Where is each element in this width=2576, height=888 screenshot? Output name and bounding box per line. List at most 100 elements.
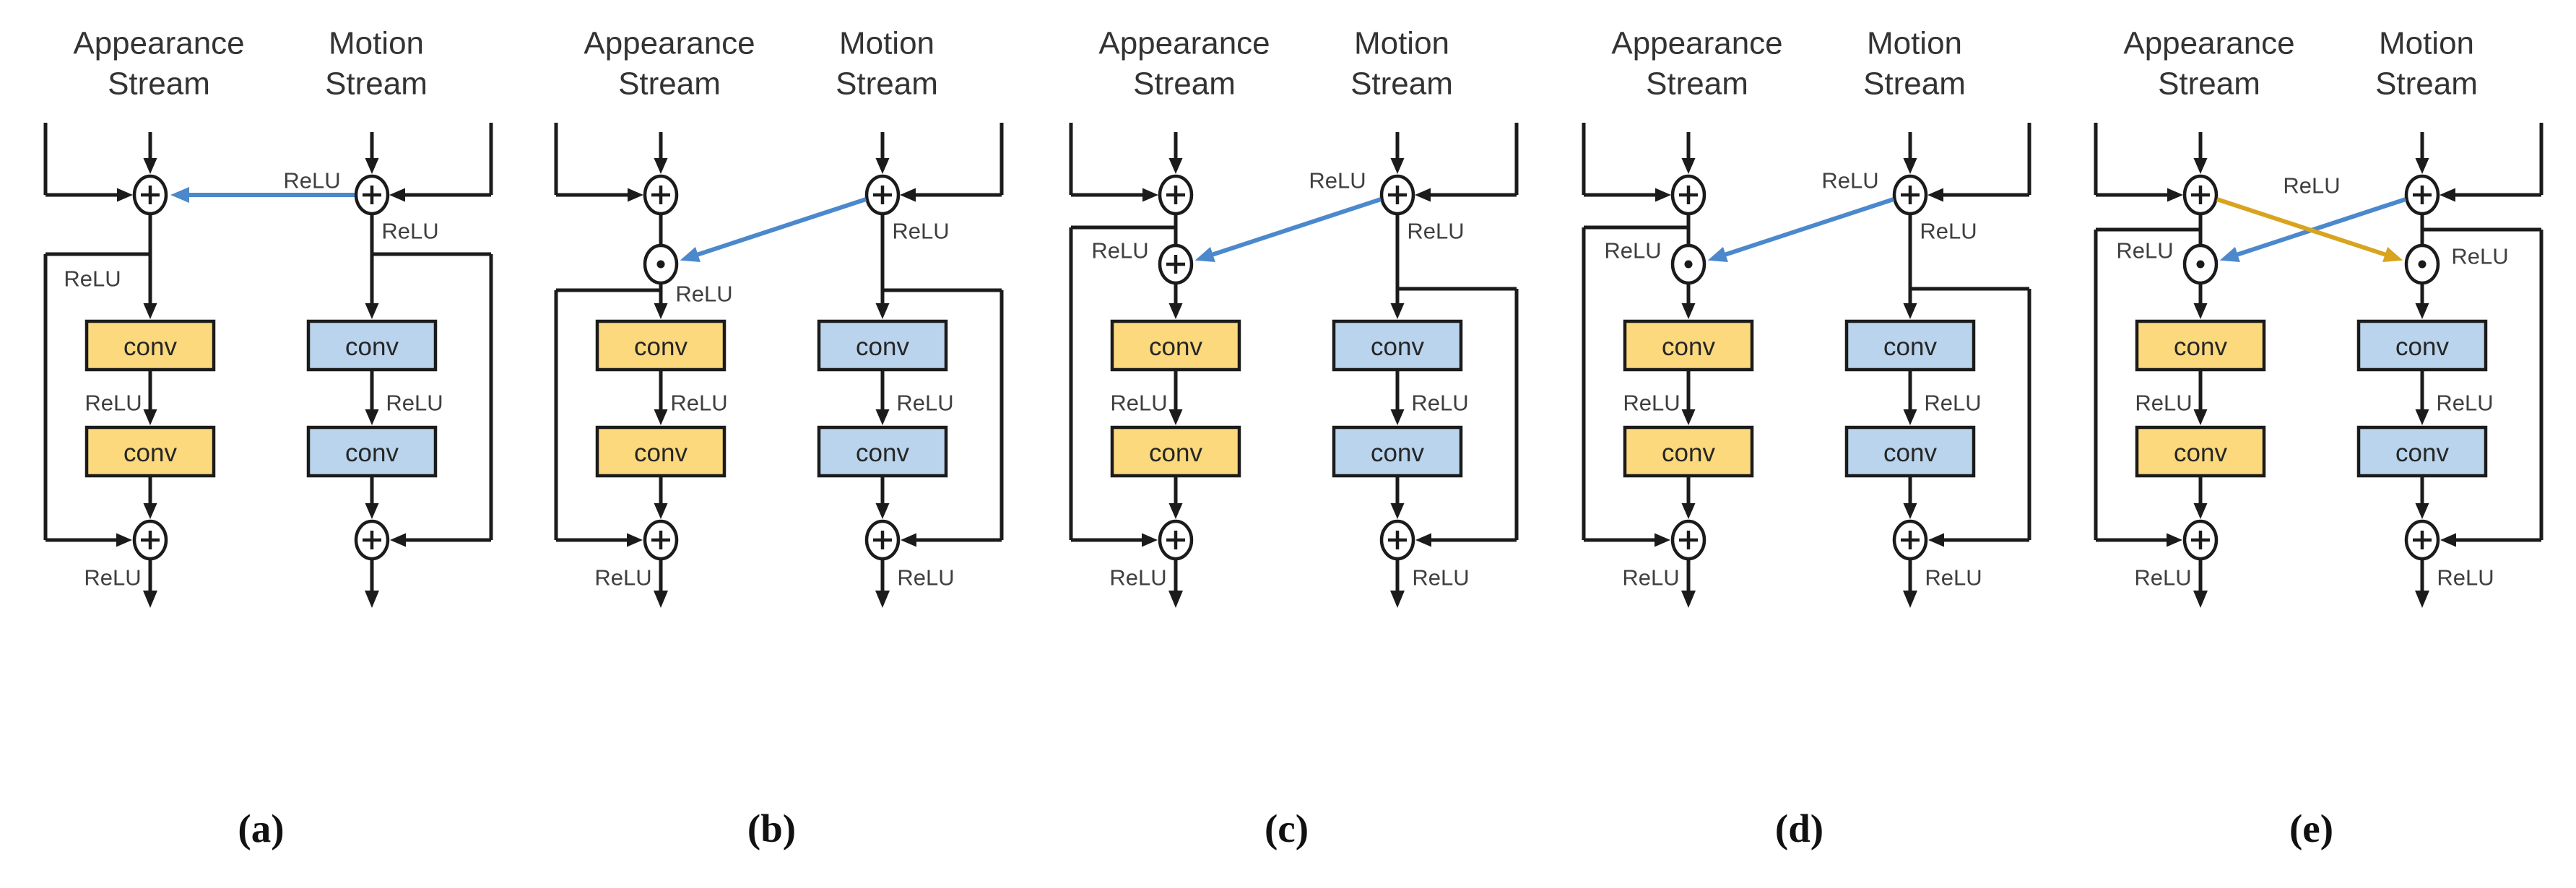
relu-label-motion-below-right: ReLU <box>1407 219 1464 244</box>
conv-label: conv <box>1149 439 1202 467</box>
relu-label-app-mid-left: ReLU <box>1623 391 1680 416</box>
conv-box <box>1332 319 1463 372</box>
relu-label-motion-bottom: ReLU <box>1925 565 1982 591</box>
shortcut-in-arrow-head <box>389 188 405 202</box>
appearance-stream-header: Appearance <box>584 26 755 61</box>
between-conv-arrow-head <box>1681 409 1696 425</box>
relu-label-app-mid-right: ReLU <box>670 391 727 416</box>
caption-e: (e) <box>2289 806 2334 850</box>
stream-output-arrow-head <box>654 591 668 608</box>
caption-a: (a) <box>238 806 285 850</box>
between-conv-arrow-head <box>1168 409 1183 425</box>
relu-label-app-mid-left: ReLU <box>1110 391 1167 416</box>
trunk-arrow-head <box>365 303 379 319</box>
dot-glyph <box>656 260 665 269</box>
appearance-stream-header: Stream <box>618 66 721 102</box>
conv-out-arrow-head <box>1390 503 1405 519</box>
shortcut-in-arrow-head <box>1927 188 1943 202</box>
shortcut-in-arrow-head <box>1655 188 1671 202</box>
conv-label: conv <box>345 439 399 467</box>
relu-label-app-bottom: ReLU <box>2134 565 2191 591</box>
appearance-stream-header: Appearance <box>1611 26 1782 61</box>
conv-label: conv <box>1149 333 1202 361</box>
relu-label-motion-top-left: ReLU <box>1309 168 1366 193</box>
shortcut-in-arrow-head <box>2440 188 2455 202</box>
caption-c: (c) <box>1264 806 1309 850</box>
trunk-arrow-head <box>1903 303 1917 319</box>
relu-label-motion-below-right: ReLU <box>381 219 438 244</box>
relu-label-motion-bottom: ReLU <box>2437 565 2494 591</box>
trunk-arrow-head <box>1168 303 1183 319</box>
shortcut-in-arrow-head <box>900 188 916 202</box>
relu-label-motion-below-right: ReLU <box>892 219 949 244</box>
block-shortcut-arrow-head <box>627 533 643 547</box>
stream-output-arrow-head <box>1168 591 1183 608</box>
conv-box <box>306 319 438 372</box>
conv-box <box>1110 319 1241 372</box>
block-shortcut-arrow-head <box>2167 533 2182 547</box>
stream-input-arrow-head <box>2193 158 2208 174</box>
between-conv-arrow-head <box>1903 409 1917 425</box>
relu-label-motion-top-left: ReLU <box>1821 168 1878 193</box>
blue-fusion-arrow <box>1723 197 1895 257</box>
conv-out-arrow-head <box>2193 503 2208 519</box>
conv-label: conv <box>123 333 177 361</box>
conv-label: conv <box>345 333 399 361</box>
motion-stream-header: Motion <box>839 26 934 61</box>
relu-label-motion-node2-right: ReLU <box>2451 244 2508 269</box>
stream-input-arrow-head <box>143 158 157 174</box>
relu-label-app-node2-left: ReLU <box>1604 238 1661 264</box>
conv-label: conv <box>634 439 688 467</box>
relu-label-motion-mid-right: ReLU <box>1411 391 1468 416</box>
blue-fusion-arrow <box>1210 197 1382 257</box>
motion-stream-header: Stream <box>2375 66 2478 102</box>
shortcut-in-arrow-head <box>1415 188 1431 202</box>
between-conv-arrow-head <box>365 409 379 425</box>
blue-fusion-arrow-head <box>1194 247 1215 262</box>
block-shortcut-arrow-head <box>390 533 406 547</box>
conv-label: conv <box>2174 439 2227 467</box>
conv-out-arrow-head <box>875 503 890 519</box>
dot-glyph <box>2196 260 2205 269</box>
relu-label-motion-mid-right: ReLU <box>896 391 953 416</box>
relu-label-motion-top-left: ReLU <box>283 168 340 193</box>
conv-label: conv <box>856 333 909 361</box>
stream-input-arrow-head <box>1390 158 1405 174</box>
stream-input-arrow-head <box>365 158 379 174</box>
conv-label: conv <box>2174 333 2227 361</box>
conv-out-arrow-head <box>365 503 379 519</box>
stream-input-arrow-head <box>2415 158 2429 174</box>
shortcut-in-arrow-head <box>117 188 133 202</box>
relu-label-motion-mid-right: ReLU <box>2436 391 2493 416</box>
block-shortcut-arrow-head <box>901 533 916 547</box>
relu-label-motion-mid-right: ReLU <box>386 391 443 416</box>
appearance-stream-header: Stream <box>2158 66 2260 102</box>
relu-label-app-bottom: ReLU <box>1622 565 1679 591</box>
relu-label-app-mid-left: ReLU <box>84 391 142 416</box>
conv-box <box>595 425 727 478</box>
relu-label-app-node2-left: ReLU <box>1091 238 1148 264</box>
conv-box <box>595 319 727 372</box>
motion-stream-header: Motion <box>1354 26 1449 61</box>
blue-fusion-arrow-head <box>680 247 701 262</box>
orange-fusion-arrow <box>2216 197 2388 257</box>
motion-stream-header: Stream <box>1350 66 1453 102</box>
stream-output-arrow-head <box>365 591 379 608</box>
appearance-stream-header: Stream <box>108 66 210 102</box>
blue-fusion-arrow <box>695 197 867 257</box>
relu-label-app-bottom: ReLU <box>1109 565 1166 591</box>
stream-input-arrow-head <box>1681 158 1696 174</box>
conv-box <box>817 425 948 478</box>
between-conv-arrow-head <box>1390 409 1405 425</box>
relu-label-app-node2-right-below: ReLU <box>675 282 732 307</box>
conv-out-arrow-head <box>2415 503 2429 519</box>
trunk-arrow-head <box>1681 303 1696 319</box>
stream-output-arrow-head <box>1390 591 1405 608</box>
relu-label-motion-bottom: ReLU <box>1412 565 1469 591</box>
block-shortcut-arrow-head <box>1928 533 1944 547</box>
trunk-arrow-head <box>143 303 157 319</box>
relu-label-app-mid-left: ReLU <box>2135 391 2192 416</box>
